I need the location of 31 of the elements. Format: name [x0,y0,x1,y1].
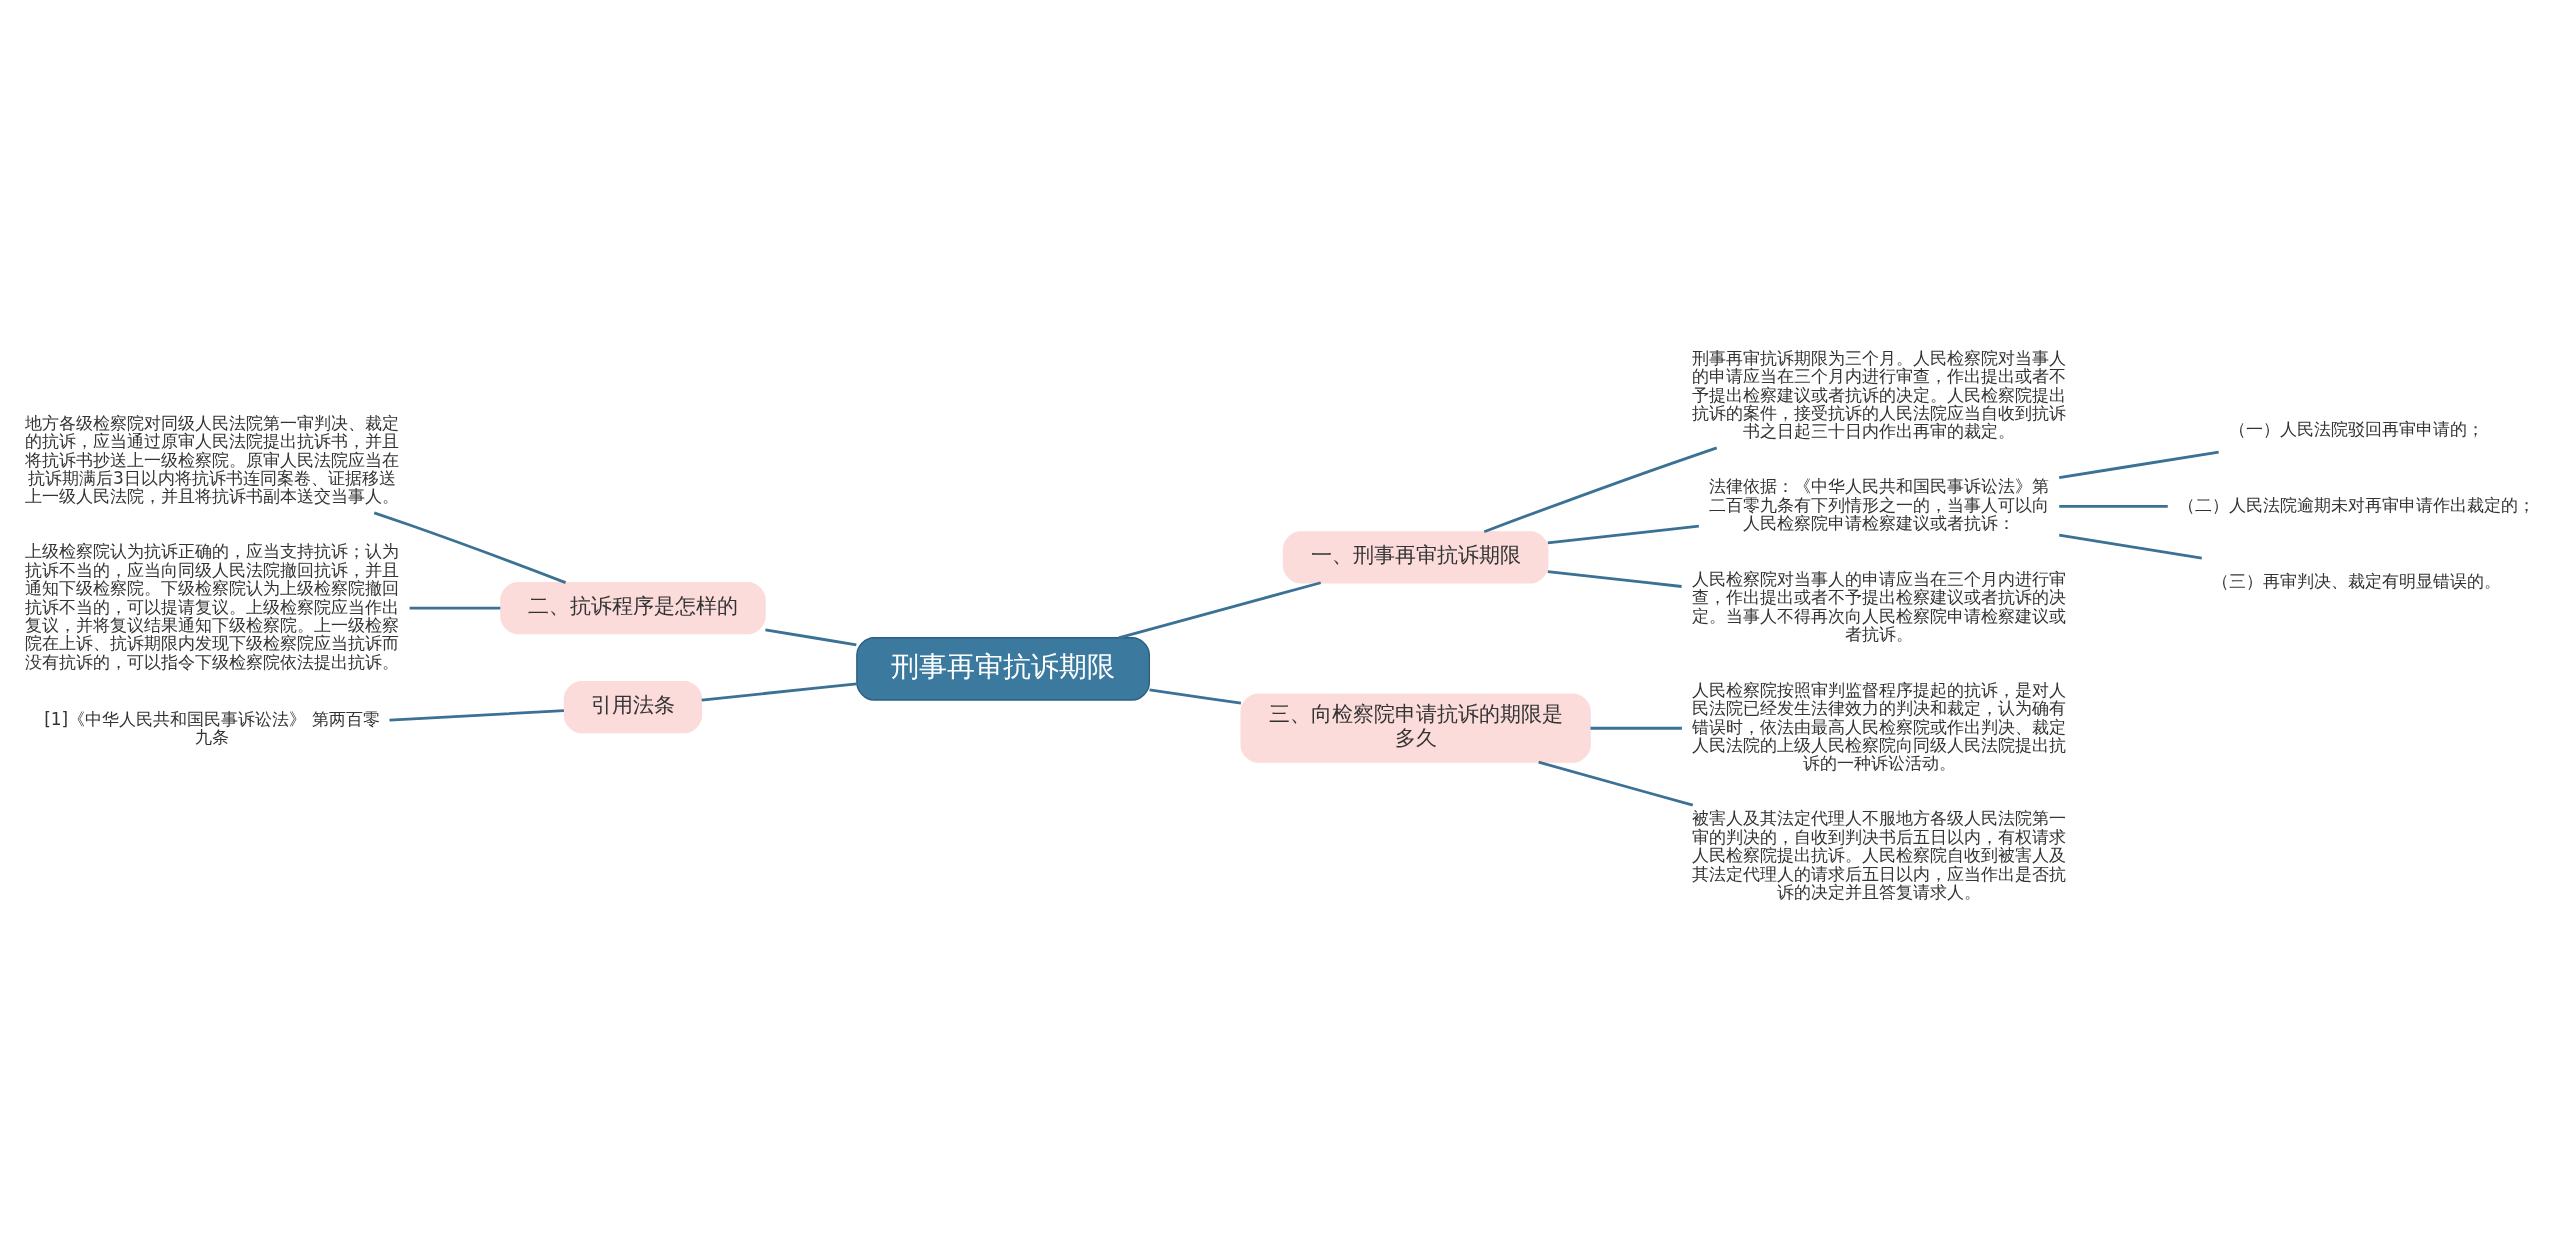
node-box: 引用法条 [563,680,703,733]
node-box: 刑事再审抗诉期限 [856,636,1151,701]
connector [1547,524,1699,544]
node-text: （一）人民法院驳回再审申请的； [2229,418,2485,438]
node-box: 二、抗诉程序是怎样的 [500,581,766,634]
node-box: 一、刑事再审抗诉期限 [1282,530,1549,583]
connector [1590,726,1682,730]
node-text: [1]《中华人民共和国民事诉讼法》 第两百零九条 [44,708,380,747]
connector [409,606,501,610]
node-text: 刑事再审抗诉期限为三个月。人民检察院对当事人的申请应当在三个月内进行审查，作出提出或者不予提出检察建议或者抗诉的决定。人民检察院提出抗诉的案件，接受抗诉的人民法院应当自收到抗诉书之日起三十日内作出再审的裁定。 [1692,347,2067,441]
connector [1149,688,1242,705]
node-box: 三、向检察院申请抗诉的期限是多久 [1240,693,1591,763]
node-text: 被害人及其法定代理人不服地方各级人民法院第一审的判决的，自收到判决书后五日以内，有权请求人民检察院提出抗诉。人民检察院自收到被害人及其法定代理人的请求后五日以内，应当作出是否抗诉的决定并且答复请求人。 [1692,807,2067,902]
node-text: 人民检察院对当事人的申请应当在三个月内进行审查，作出提出或者不予提出检察建议或者抗诉的决定。当事人不得再次向人民检察院申请检察建议或者抗诉。 [1692,568,2067,644]
node-text: 人民检察院按照审判监督程序提起的抗诉，是对人民法院已经发生法律效力的判决和裁定，认为确有错误时，依法由最高人民检察院或作出判决、裁定人民法院的上级人民检察院向同级人民法院提出抗诉的一种诉讼活动。 [1692,679,2067,773]
connector [1547,569,1682,588]
node-text: 地方各级检察院对同级人民法院第一审判决、裁定的抗诉，应当通过原审人民法院提出抗诉书，并且将抗诉书抄送上一级检察院。原审人民法院应当在抗诉期满后3日以内将抗诉书连同案卷、证据移送上一级人民法院，并且将抗诉书副本送交当事人。 [24,412,399,506]
node-text: （三）再审判决、裁定有明显错误的。 [2212,570,2502,591]
connector [2059,450,2219,479]
connector [1538,760,1694,807]
node-text: 上级检察院认为抗诉正确的，应当支持抗诉；认为抗诉不当的，应当向同级人民法院撤回抗诉，并且通知下级检察院。下级检察院认为上级检察院撤回抗诉不当的，可以提请复议。上级检察院应当作出复议，并将复议结果通知下级检察院。上一级检察院在上诉、抗诉期限内发现下级检察院应当抗诉而没有抗诉的，可以指令下级检察院依法提出抗诉。 [24,540,399,672]
connector [1483,446,1718,533]
node-text: （二）人民法院逾期未对再审申请作出裁定的； [2178,494,2536,515]
connector [2059,504,2168,508]
connector [389,708,564,722]
node-text: 法律依据：《中华人民共和国民事诉讼法》第二百零九条有下列情形之一的，当事人可以向人民检察院申请检察建议或者抗诉： [1709,475,2050,533]
connector [2059,533,2202,559]
connector [1118,580,1322,639]
connector [373,511,567,584]
connector [701,682,857,701]
connector [765,627,857,646]
